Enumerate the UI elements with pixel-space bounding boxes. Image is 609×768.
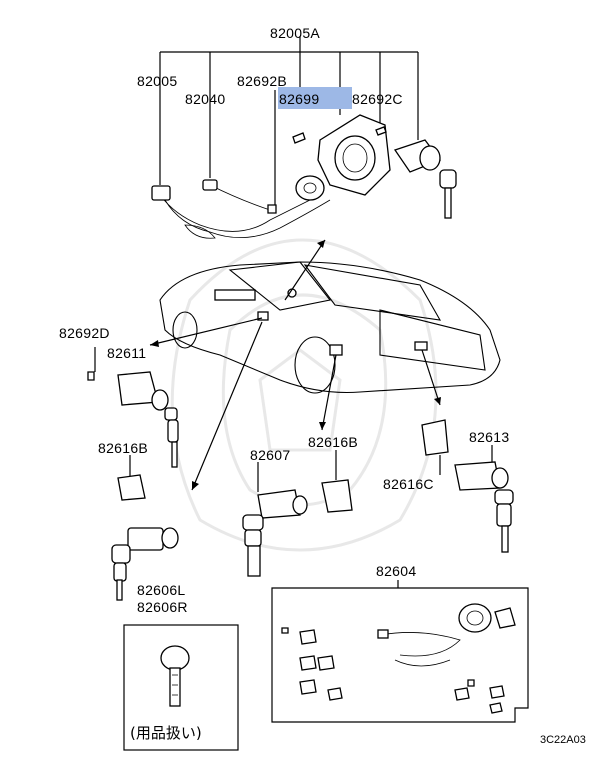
label-82613: 82613	[469, 429, 509, 445]
highlight-82699	[278, 87, 352, 109]
lock-cylinder-82607	[242, 462, 308, 577]
label-82692D: 82692D	[59, 325, 110, 341]
label-82616B-left: 82616B	[98, 440, 148, 456]
kit-82604	[271, 580, 529, 723]
steering-lock-assembly	[151, 114, 457, 239]
label-82692C: 82692C	[352, 91, 403, 107]
label-82699: 82699	[279, 91, 319, 107]
figure-code: 3C22A03	[540, 734, 586, 746]
part-labels: 82005A 82005 82040 82692B 82699 82692C 8…	[59, 25, 586, 746]
label-82616B-mid: 82616B	[308, 434, 358, 450]
clip-82616B-mid	[321, 450, 353, 513]
label-82607: 82607	[250, 447, 290, 463]
leader-lines-top	[159, 36, 419, 205]
clip-82616B-left	[117, 455, 146, 501]
lock-cylinder-82613	[454, 445, 514, 553]
clip-82616C	[421, 419, 449, 475]
lock-cylinder-82606	[111, 527, 179, 601]
label-82606R: 82606R	[137, 599, 188, 615]
door-lock-left	[87, 347, 179, 468]
label-82005: 82005	[137, 73, 177, 89]
arrows	[149, 239, 441, 491]
car-outline	[159, 261, 501, 394]
watermark-emblem	[170, 238, 438, 552]
label-82616C: 82616C	[383, 476, 434, 492]
label-key-note: (用品扱い)	[130, 724, 202, 742]
key-box	[123, 624, 239, 751]
label-82606L: 82606L	[137, 582, 186, 598]
label-82040: 82040	[185, 91, 225, 107]
label-82005A: 82005A	[270, 25, 320, 41]
label-82611: 82611	[107, 345, 146, 361]
label-82604: 82604	[376, 563, 416, 579]
label-82692B: 82692B	[237, 73, 287, 89]
